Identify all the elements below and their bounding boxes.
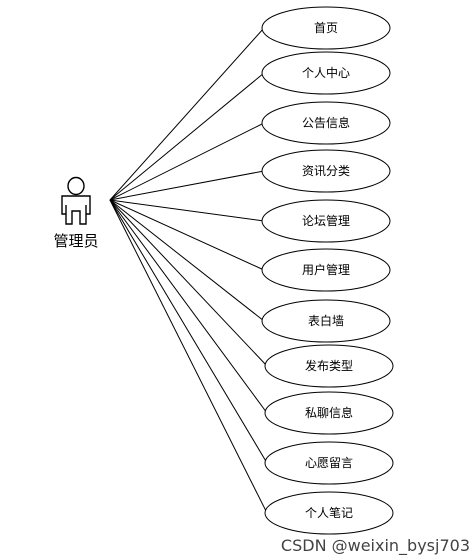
use-cases: 首页个人中心公告信息资讯分类论坛管理用户管理表白墙发布类型私聊信息心愿留言个人笔… [261, 6, 394, 535]
use-case-ellipse [261, 101, 391, 145]
association-line [109, 199, 268, 464]
use-case-label: 公告信息 [302, 115, 350, 130]
use-case-ellipse [261, 248, 391, 292]
person-icon [61, 176, 91, 225]
use-case-ellipse [264, 491, 394, 535]
use-case: 资讯分类 [261, 149, 391, 193]
use-case-label: 个人笔记 [305, 505, 353, 520]
use-case-label: 首页 [314, 21, 338, 35]
use-case-label: 发布类型 [305, 358, 353, 373]
association-line [109, 199, 265, 222]
use-case: 个人笔记 [264, 491, 394, 535]
use-case-ellipse [261, 199, 391, 243]
use-case-label: 表白墙 [308, 313, 344, 328]
association-line [109, 199, 265, 322]
use-case: 发布类型 [264, 344, 394, 388]
use-case-ellipse [261, 299, 391, 343]
association-line [109, 122, 265, 201]
actor-label: 管理员 [53, 232, 98, 250]
use-case-ellipse [264, 441, 394, 485]
actor: 管理员 [53, 176, 99, 250]
use-case-label: 资讯分类 [302, 164, 350, 178]
use-case: 私聊信息 [264, 391, 394, 435]
association-line [109, 27, 265, 201]
use-case-label: 心愿留言 [305, 456, 353, 470]
use-case: 个人中心 [261, 51, 391, 95]
association-line [109, 199, 265, 271]
use-case-ellipse [261, 51, 391, 95]
association-line [109, 199, 268, 414]
use-case-label: 用户管理 [302, 262, 350, 277]
use-case: 公告信息 [261, 101, 391, 145]
watermark: CSDN @weixin_bysj703 [280, 536, 470, 555]
association-line [109, 199, 268, 514]
use-case-ellipse [261, 149, 391, 193]
use-case-label: 私聊信息 [305, 405, 353, 420]
use-case-ellipse [264, 344, 394, 388]
association-line [109, 170, 265, 201]
association-line [109, 199, 268, 367]
use-case-label: 个人中心 [302, 65, 350, 80]
use-case-ellipse [264, 391, 394, 435]
use-case: 表白墙 [261, 299, 391, 343]
use-case: 首页 [261, 6, 391, 50]
association-line [109, 72, 265, 201]
use-case: 用户管理 [261, 248, 391, 292]
use-case-label: 论坛管理 [302, 213, 350, 228]
association-lines [109, 27, 268, 514]
use-case: 论坛管理 [261, 199, 391, 243]
use-case: 心愿留言 [264, 441, 394, 485]
use-case-ellipse [261, 6, 391, 50]
